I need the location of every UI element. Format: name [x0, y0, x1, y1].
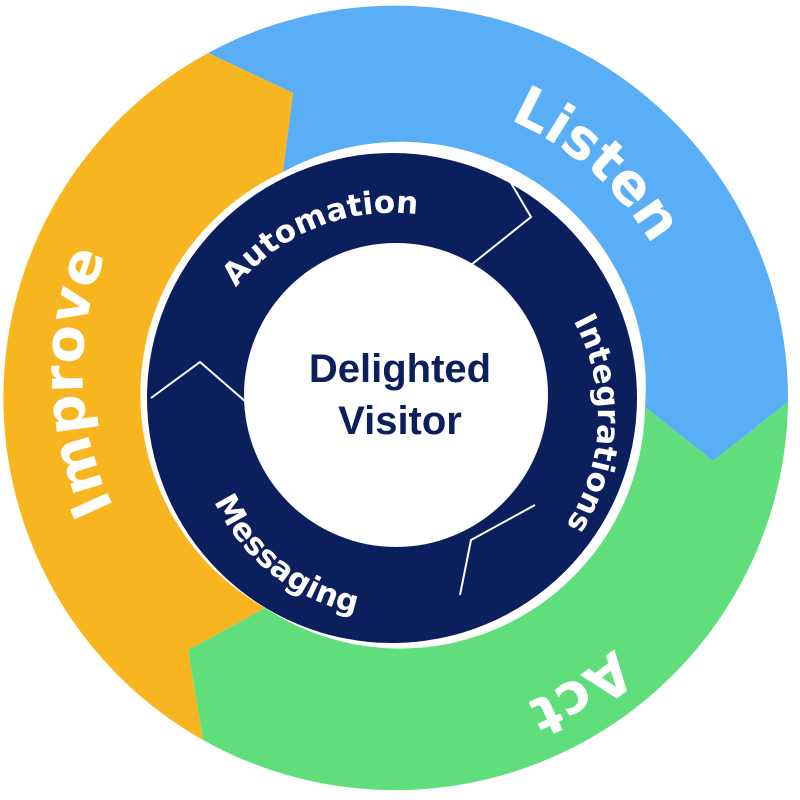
center-label-line1: Delighted [308, 347, 492, 391]
inner-divider-messaging-automation [150, 360, 247, 403]
act-segment [188, 402, 788, 791]
inner-divider-automation-integrations [465, 182, 533, 270]
improve-segment [3, 53, 294, 740]
listen-segment [208, 5, 789, 461]
center-label: Delighted Visitor [240, 330, 560, 460]
center-disc [244, 243, 548, 547]
center-label-line2: Visitor [338, 399, 462, 443]
inner-divider-integrations-messaging [459, 504, 536, 596]
